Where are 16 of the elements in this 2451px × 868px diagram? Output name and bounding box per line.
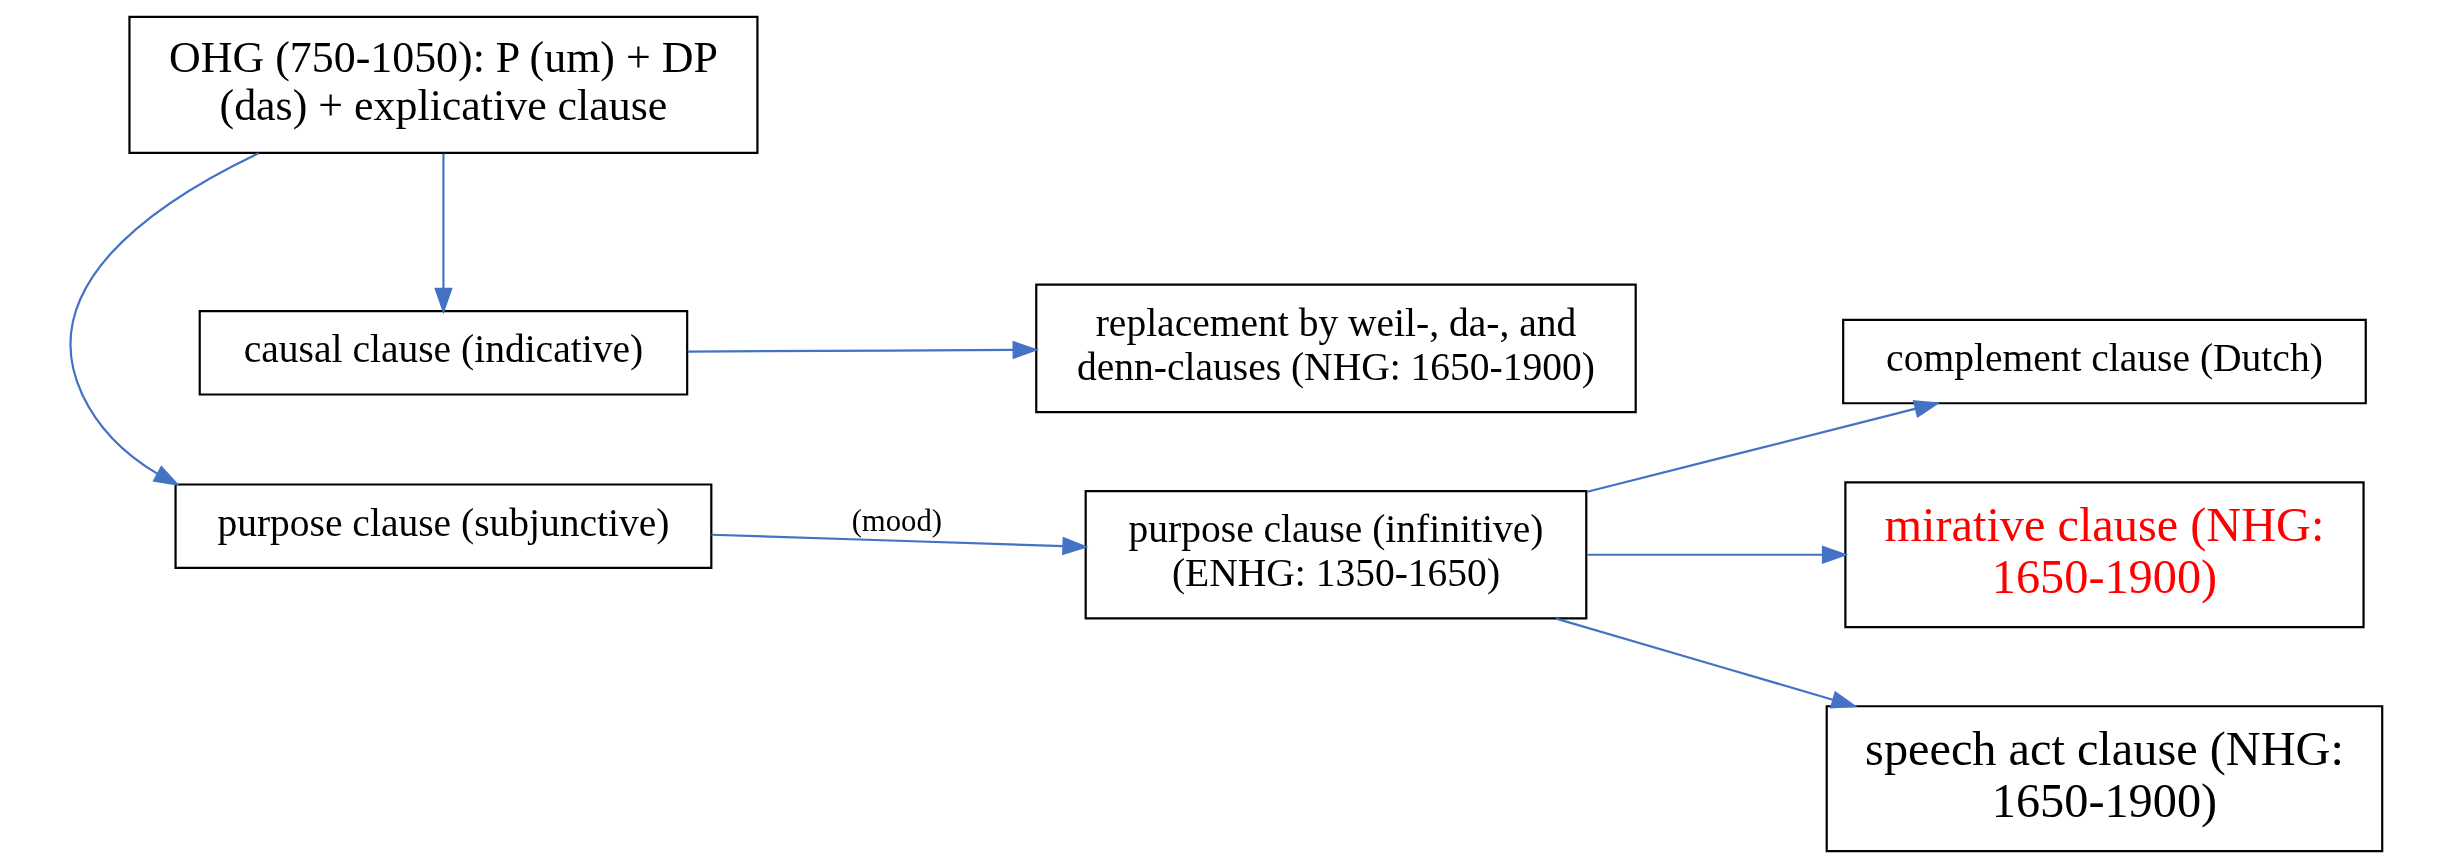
arrow	[710, 533, 1089, 556]
node-box: replacement by weil-, da-, and denn-clauses (NHG: 1650-1900)	[1034, 283, 1637, 414]
arrow	[1586, 545, 1848, 564]
arrow	[433, 153, 453, 315]
node-box: speech act clause (NHG: 1650-1900)	[1825, 705, 2383, 853]
arrow	[1586, 400, 1940, 493]
node-box: mirative clause (NHG: 1650-1900)	[1843, 481, 2365, 629]
arrow	[68, 152, 259, 486]
node-box: OHG (750-1050): P (um) + DP (das) + explicative clause	[127, 15, 758, 155]
node-box: complement clause (Dutch)	[1841, 318, 2367, 405]
arrow	[1555, 617, 1858, 709]
arrow	[687, 340, 1039, 360]
node-box: causal clause (indicative)	[198, 309, 688, 396]
node-box: purpose clause (infinitive) (ENHG: 1350-1650)	[1084, 490, 1587, 620]
node-box: purpose clause (subjunctive)	[173, 483, 712, 570]
edge-label: (mood)	[851, 504, 942, 539]
